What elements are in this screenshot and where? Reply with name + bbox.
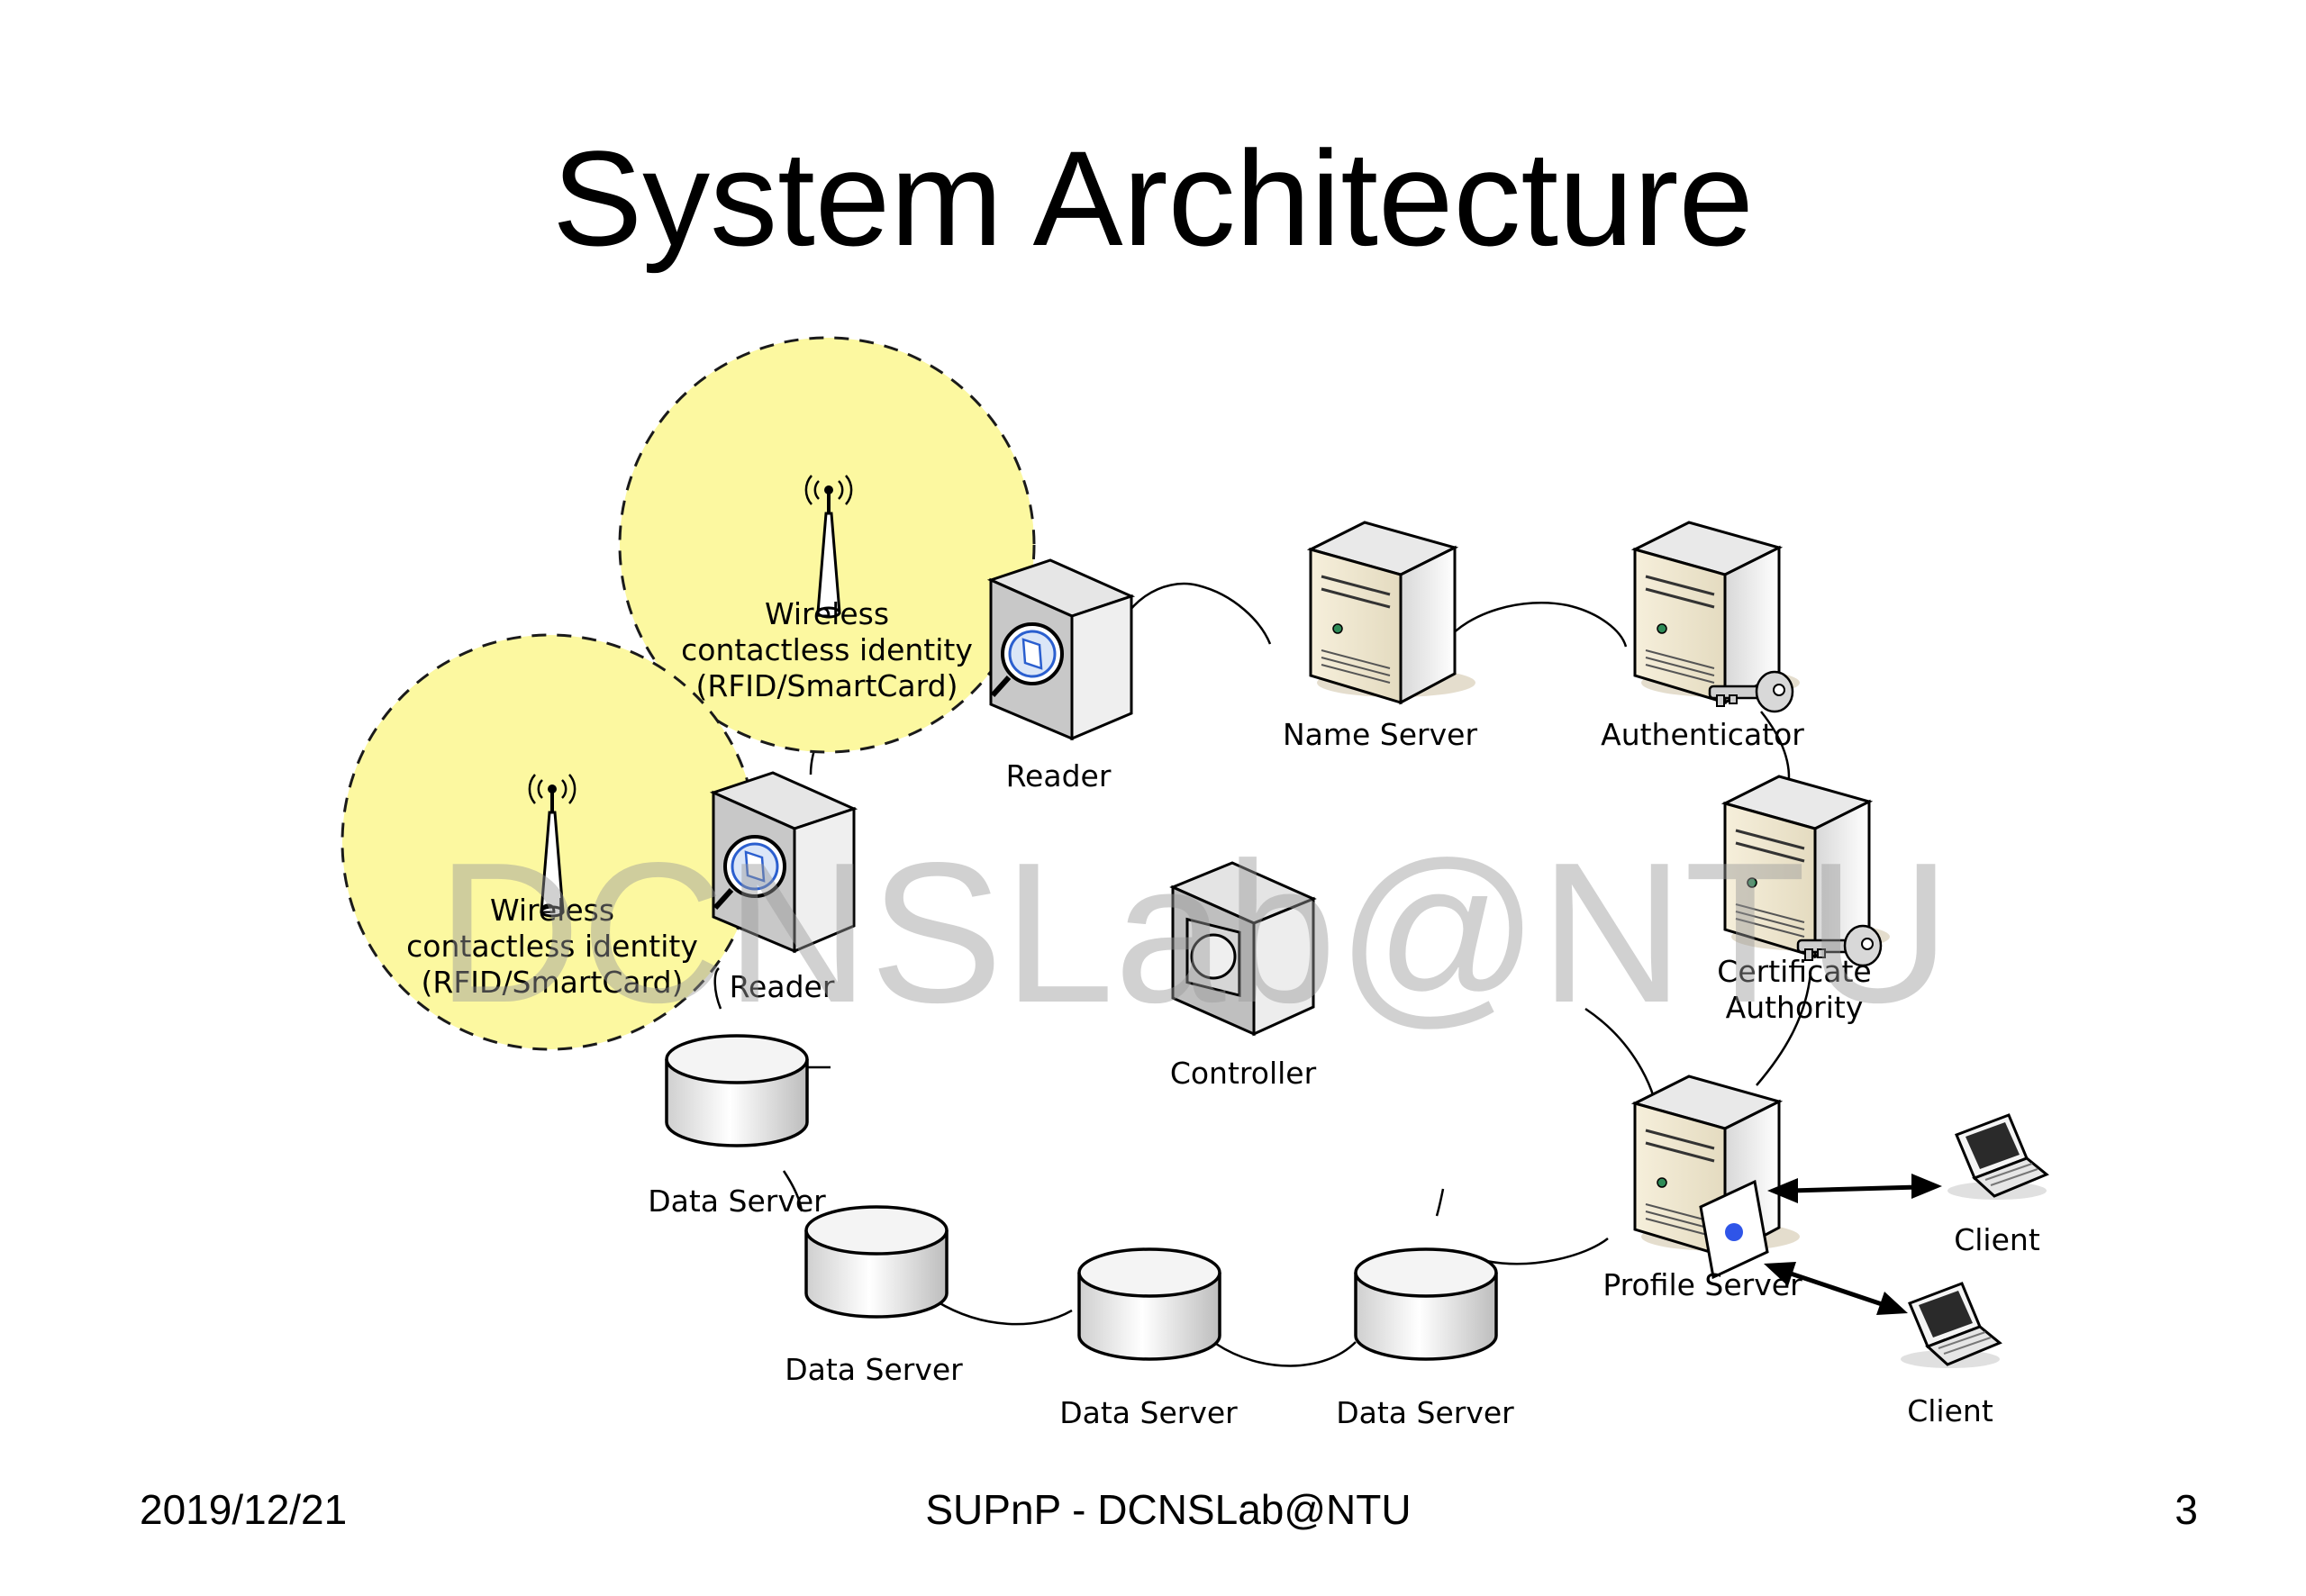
zone-upper-line1: Wireless: [765, 596, 889, 631]
ca-label-line1: Certificate: [1717, 954, 1871, 989]
controller-icon: [1169, 861, 1317, 1037]
laptop-icon: [1946, 1113, 2048, 1202]
authenticator-label: Authenticator: [1601, 717, 1804, 752]
zone-lower-line3: (RFID/SmartCard): [422, 965, 684, 1000]
client-top-label: Client: [1954, 1222, 2040, 1257]
footer-page-number: 3: [2174, 1486, 2198, 1533]
zone-upper-line2: contactless identity: [681, 632, 973, 667]
watermark: DCNSLab@NTU: [436, 821, 1950, 1045]
server-icon: [1309, 521, 1477, 704]
zone-lower-line2: contactless identity: [406, 929, 698, 964]
reader-top-label: Reader: [1006, 758, 1112, 793]
footer-date: 2019/12/21: [140, 1486, 347, 1533]
client-arrow-bottom: [1764, 1262, 1908, 1315]
client-arrow-top: [1767, 1174, 1942, 1203]
footer-center: SUPnP - DCNSLab@NTU: [925, 1486, 1411, 1533]
database-icon: [1077, 1247, 1221, 1361]
name-server-label: Name Server: [1283, 717, 1477, 752]
database-icon: [804, 1205, 949, 1319]
zone-lower-line1: Wireless: [490, 893, 614, 928]
data-server-4-label: Data Server: [1336, 1395, 1514, 1430]
data-server-3-label: Data Server: [1059, 1395, 1238, 1430]
client-bottom-label: Client: [1907, 1393, 1993, 1428]
reader-left-label: Reader: [730, 969, 835, 1004]
ca-label-line2: Authority: [1726, 990, 1864, 1025]
zone-upper-line3: (RFID/SmartCard): [696, 668, 958, 703]
slide-title: System Architecture: [552, 122, 1754, 274]
card-reader-icon: [991, 560, 1131, 739]
data-server-2-label: Data Server: [785, 1352, 963, 1387]
database-icon: [665, 1034, 809, 1147]
smartcard-icon: [1699, 1179, 1769, 1280]
laptop-icon: [1899, 1282, 2002, 1370]
data-server-1-label: Data Server: [648, 1183, 826, 1219]
database-icon: [1354, 1247, 1498, 1361]
controller-label: Controller: [1170, 1056, 1317, 1091]
profile-server-label: Profile Server: [1602, 1267, 1802, 1302]
